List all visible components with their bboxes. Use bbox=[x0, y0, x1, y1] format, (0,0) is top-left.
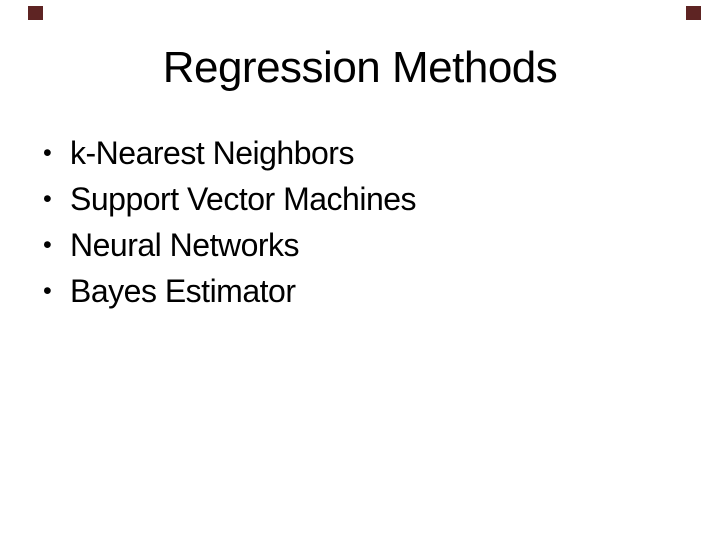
slide-title: Regression Methods bbox=[162, 43, 558, 92]
bullet-icon: • bbox=[43, 184, 52, 213]
bullet-list: • k-Nearest Neighbors • Support Vector M… bbox=[43, 130, 417, 314]
corner-square-top-left bbox=[28, 6, 43, 20]
bullet-icon: • bbox=[43, 138, 52, 167]
bullet-label: Support Vector Machines bbox=[70, 181, 417, 217]
bullet-label: Neural Networks bbox=[70, 227, 300, 263]
list-item: • Neural Networks bbox=[43, 222, 416, 268]
bullet-icon: • bbox=[43, 276, 52, 305]
list-item: • Support Vector Machines bbox=[43, 176, 417, 222]
corner-square-top-right bbox=[686, 6, 701, 20]
bullet-label: k-Nearest Neighbors bbox=[70, 135, 354, 171]
list-item: • Bayes Estimator bbox=[43, 268, 416, 314]
bullet-label: Bayes Estimator bbox=[70, 273, 296, 309]
bullet-icon: • bbox=[43, 230, 52, 259]
list-item: • k-Nearest Neighbors bbox=[43, 130, 416, 176]
